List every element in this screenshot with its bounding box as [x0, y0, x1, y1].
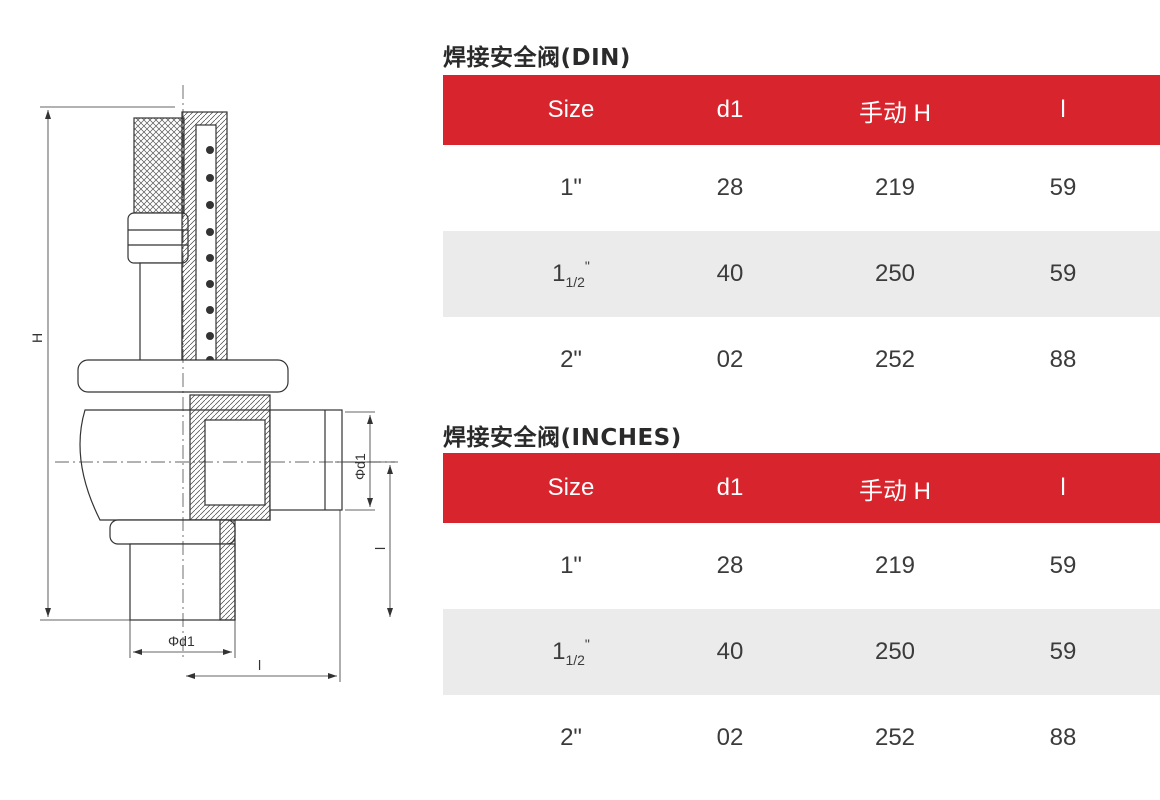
table-row: 1" 28 219 59 [443, 523, 1160, 609]
cell-h: 252 [874, 724, 916, 751]
col-header-l: l [1060, 96, 1066, 123]
table-header: Size d1 手动 H l [443, 75, 1160, 145]
cell-d1: 40 [716, 260, 744, 287]
col-header-size: Size [547, 474, 595, 501]
cell-d1: 28 [716, 174, 744, 201]
dim-label-H: H [29, 333, 45, 343]
col-header-l: l [1060, 474, 1066, 501]
cell-l: 59 [1049, 552, 1077, 579]
cell-size: 1" [560, 552, 582, 579]
table-row: 11/2" 40 250 59 [443, 609, 1160, 695]
table-title-din: 焊接安全阀(DIN) [443, 45, 631, 71]
cell-d1: 02 [716, 724, 744, 751]
dim-label-d1-bottom: Φd1 [168, 633, 195, 649]
cell-h: 252 [874, 346, 916, 373]
cell-l: 59 [1049, 638, 1077, 665]
cell-h: 250 [874, 638, 916, 665]
table-row: 2" 02 252 88 [443, 695, 1160, 781]
col-header-size: Size [547, 96, 595, 123]
cell-size: 2" [560, 724, 582, 751]
table-row: 1" 28 219 59 [443, 145, 1160, 231]
col-header-d1: d1 [716, 96, 744, 123]
col-header-d1: d1 [716, 474, 744, 501]
cell-d1: 28 [716, 552, 744, 579]
spec-table-inches: Size d1 手动 H l 1" 28 219 59 11/2" 40 250… [443, 453, 1160, 781]
dim-label-d1-side: Φd1 [352, 453, 368, 480]
table-title-inches: 焊接安全阀(INCHES) [443, 425, 682, 451]
table-row: 2" 02 252 88 [443, 317, 1160, 403]
dim-label-l-bottom: l [258, 657, 261, 673]
cell-size: 1" [560, 174, 582, 201]
table-row: 11/2" 40 250 59 [443, 231, 1160, 317]
cell-size: 2" [560, 346, 582, 373]
cell-l: 59 [1049, 174, 1077, 201]
cell-h: 219 [874, 552, 916, 579]
cell-l: 88 [1049, 346, 1077, 373]
cell-l: 88 [1049, 724, 1077, 751]
col-header-h: 手动 H [859, 477, 931, 505]
cell-h: 219 [874, 174, 916, 201]
cell-size: 11/2" [552, 258, 590, 290]
table-header: Size d1 手动 H l [443, 453, 1160, 523]
cell-d1: 02 [716, 346, 744, 373]
cell-d1: 40 [716, 638, 744, 665]
spec-table-din: Size d1 手动 H l 1" 28 219 59 11/2" 40 250… [443, 75, 1160, 403]
cell-h: 250 [874, 260, 916, 287]
valve-technical-drawing: H Φd1 l Φd1 l [29, 85, 398, 682]
dim-label-l-side: l [372, 547, 388, 550]
cell-size: 11/2" [552, 636, 590, 668]
cell-l: 59 [1049, 260, 1077, 287]
col-header-h: 手动 H [859, 99, 931, 127]
